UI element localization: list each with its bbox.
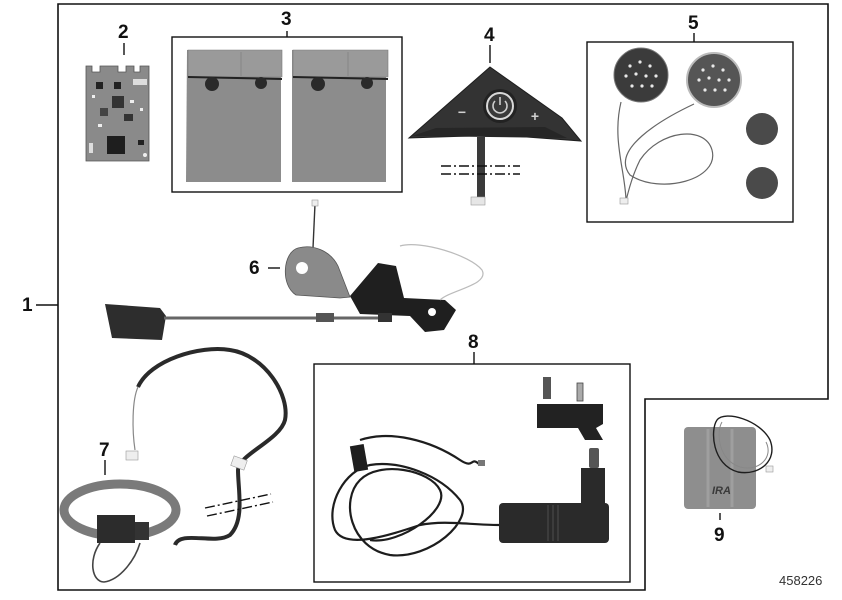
part-3-pouches[interactable] — [171, 31, 403, 193]
callout-8[interactable]: 8 — [468, 332, 479, 353]
callout-4[interactable]: 4 — [484, 25, 495, 46]
minus-button-label: − — [458, 104, 466, 120]
kit-frame-outline — [57, 3, 829, 591]
part-2-circuit-board[interactable] — [85, 43, 150, 162]
plus-button-label: + — [531, 108, 539, 124]
callout-2[interactable]: 2 — [118, 22, 129, 43]
callout-1[interactable]: 1 — [22, 295, 33, 316]
callout-9[interactable]: 9 — [714, 525, 725, 546]
callout-3[interactable]: 3 — [281, 9, 292, 30]
part-8-charger[interactable] — [313, 352, 631, 583]
callout-5[interactable]: 5 — [688, 13, 699, 34]
battery-brand-label: IRA — [712, 485, 731, 497]
part-6-boom-microphone[interactable] — [105, 199, 484, 340]
document-number: 458226 — [779, 573, 823, 588]
part-9-battery[interactable]: IRA — [684, 415, 774, 520]
callout-6[interactable]: 6 — [249, 258, 260, 279]
callout-7[interactable]: 7 — [99, 440, 110, 461]
part-4-control-unit[interactable]: − + — [407, 45, 583, 206]
part-7-cable-harness[interactable] — [59, 347, 288, 583]
part-5-speakers[interactable] — [586, 33, 794, 223]
